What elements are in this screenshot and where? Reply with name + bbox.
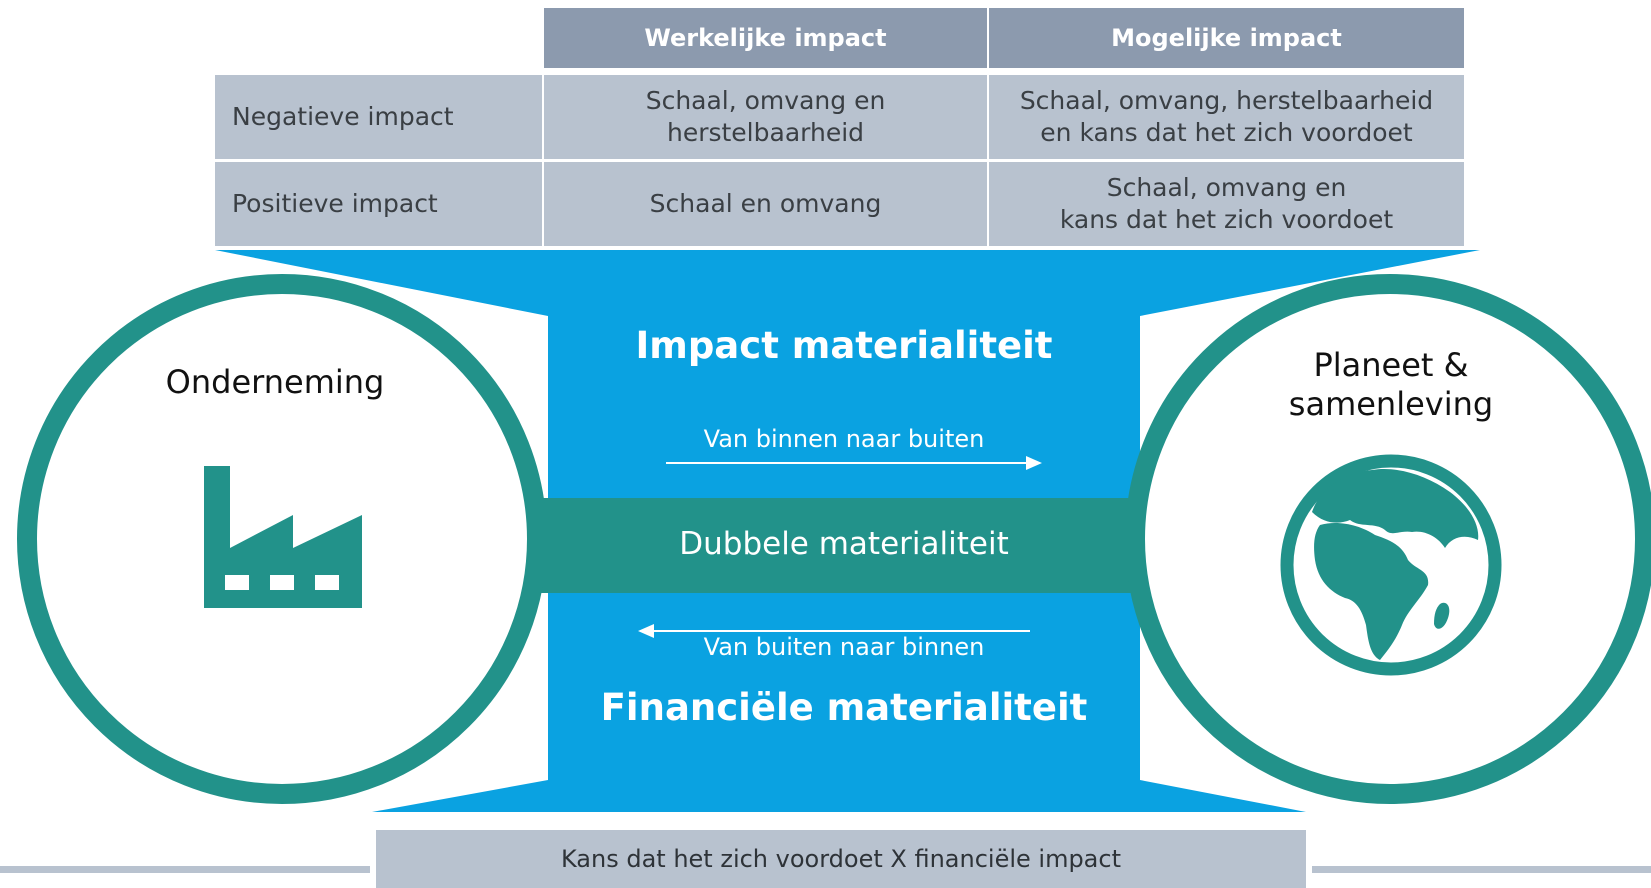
table-cell-positive-potential: Schaal, omvang en kans dat het zich voor… [989,162,1464,246]
cell-line: Schaal en omvang [649,189,882,218]
planet-label-line1: Planeet & [1313,346,1469,384]
arrow-left [638,624,1030,638]
globe-icon [1280,454,1502,676]
cell-line: en kans dat het zich voordoet [1040,118,1413,147]
cell-line: Schaal, omvang en [1106,173,1347,202]
company-label: Onderneming [165,363,385,401]
bottom-line-right [1312,866,1651,873]
table-cell-negative-actual: Schaal, omvang en herstelbaarheid [544,75,987,159]
table-header-actual: Werkelijke impact [544,8,987,68]
table-cell-positive-actual: Schaal en omvang [544,162,987,246]
cell-line: herstelbaarheid [666,118,865,147]
bottom-line-left [0,866,370,873]
cell-line: Schaal, omvang, herstelbaarheid [1019,86,1434,115]
outside-in-label: Van buiten naar binnen [703,633,985,661]
double-materiality-band [500,498,1160,593]
planet-label: Planeet & samenleving [1236,346,1546,424]
planet-label-line2: samenleving [1288,385,1494,423]
footer-formula: Kans dat het zich voordoet X financiële … [376,830,1306,888]
table-row-positive-label: Positieve impact [215,162,542,246]
factory-icon [204,466,362,608]
table-header-potential: Mogelijke impact [989,8,1464,68]
inside-out-label: Van binnen naar buiten [703,425,985,453]
arrow-right [666,456,1042,470]
financial-materiality-title: Financiële materialiteit [600,686,1088,729]
table-cell-negative-potential: Schaal, omvang, herstelbaarheid en kans … [989,75,1464,159]
impact-materiality-title: Impact materialiteit [635,324,1053,367]
table-row-negative-label: Negatieve impact [215,75,542,159]
cell-line: kans dat het zich voordoet [1059,205,1394,234]
cell-line: Schaal, omvang en [645,86,886,115]
double-materiality-label: Dubbele materialiteit [679,526,1009,562]
